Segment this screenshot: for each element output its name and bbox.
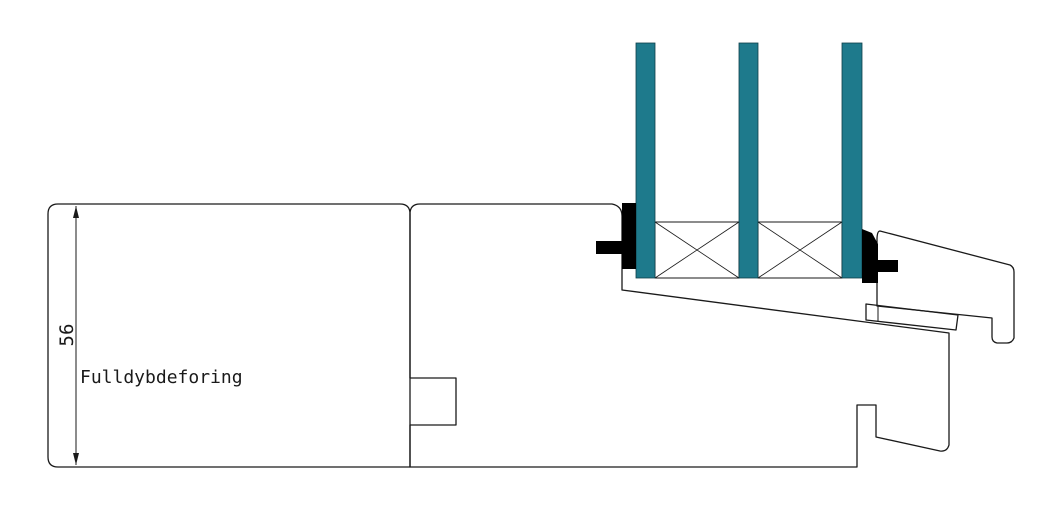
dimension-arrow-bottom bbox=[73, 453, 79, 465]
glass-pane-outer bbox=[635, 42, 656, 279]
glass-spacer-right bbox=[757, 221, 843, 279]
gasket-left bbox=[596, 203, 636, 269]
dimension-arrow-top bbox=[73, 206, 79, 218]
glass-pane-inner bbox=[841, 42, 863, 279]
glass-spacer-left bbox=[654, 221, 740, 279]
frame-profile-outline bbox=[409, 203, 950, 468]
profile-label: Fulldybdeforing bbox=[80, 367, 243, 388]
gasket-right bbox=[862, 229, 898, 283]
lining-board-outline bbox=[47, 203, 411, 468]
dimension-line bbox=[73, 206, 79, 465]
glazing-bead-outline bbox=[876, 230, 1015, 344]
glass-pane-middle bbox=[738, 42, 759, 279]
dimension-value-56: 56 bbox=[56, 324, 78, 347]
drip-channel-outline bbox=[865, 303, 959, 331]
